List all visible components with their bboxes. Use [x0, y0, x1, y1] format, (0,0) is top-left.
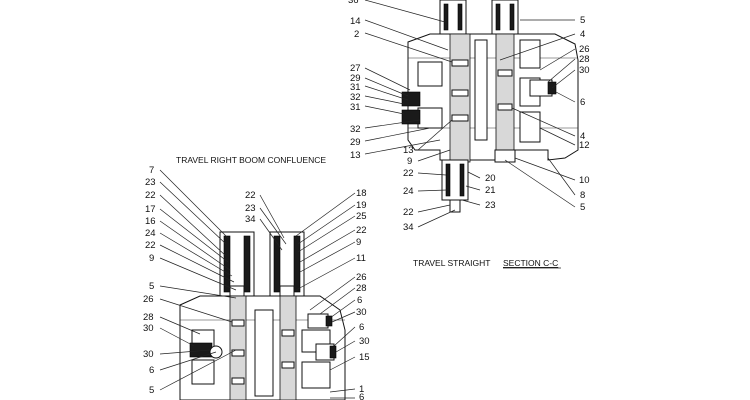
callout-2: 2: [354, 29, 359, 40]
callout-20: 20: [485, 173, 496, 184]
caption-travel-straight: TRAVEL STRAIGHT: [413, 258, 490, 268]
callout-22: 22: [403, 207, 414, 218]
lower-valve-assembly: [179, 231, 346, 400]
callout-31: 31: [350, 82, 361, 93]
callout-12: 12: [579, 140, 590, 151]
callout-5: 5: [149, 281, 154, 292]
callout-26: 26: [143, 294, 154, 305]
upper-part-labels: 36 14 2 27 29 31 32 31 32 29 13 13 9 22 …: [348, 0, 590, 233]
callout-16: 16: [145, 216, 156, 227]
callout-28: 28: [579, 54, 590, 65]
callout-23: 23: [245, 203, 256, 214]
lower-leader-lines: [159, 169, 356, 399]
callout-19: 19: [356, 200, 367, 211]
callout-4: 4: [580, 131, 585, 142]
callout-9: 9: [356, 237, 361, 248]
callout-26: 26: [356, 272, 367, 283]
callout-30: 30: [356, 307, 367, 318]
callout-13: 13: [403, 145, 414, 156]
callout-32: 32: [350, 92, 361, 103]
callout-6: 6: [149, 365, 154, 376]
callout-23: 23: [145, 177, 156, 188]
callout-29: 29: [350, 73, 361, 84]
callout-6: 6: [359, 322, 364, 333]
callout-5: 5: [149, 385, 154, 396]
callout-22: 22: [356, 225, 367, 236]
callout-8: 8: [580, 190, 585, 201]
lower-part-labels: 7 23 22 17 16 24 22 9 5 26 28 30 30 6 5 …: [143, 165, 370, 400]
callout-22: 22: [245, 190, 256, 201]
callout-18: 18: [356, 188, 367, 199]
callout-29: 29: [350, 137, 361, 148]
callout-24: 24: [145, 228, 156, 239]
callout-26: 26: [579, 44, 590, 55]
caption-travel-right-boom-confluence: TRAVEL RIGHT BOOM CONFLUENCE: [176, 155, 326, 165]
callout-24: 24: [403, 186, 414, 197]
callout-36: 36: [348, 0, 359, 6]
callout-28: 28: [143, 312, 154, 323]
callout-10: 10: [579, 175, 590, 186]
callout-23: 23: [485, 200, 496, 211]
callout-28: 28: [356, 283, 367, 294]
callout-22: 22: [145, 190, 156, 201]
callout-30: 30: [359, 336, 370, 347]
callout-34: 34: [403, 222, 414, 233]
callout-22: 22: [403, 168, 414, 179]
callout-17: 17: [145, 204, 156, 215]
callout-7: 7: [149, 165, 154, 176]
callout-15: 15: [359, 352, 370, 363]
caption-section-c-c: SECTION C-C: [503, 258, 558, 268]
callout-6: 6: [359, 392, 364, 400]
callout-13: 13: [350, 150, 361, 161]
callout-6: 6: [357, 295, 362, 306]
callout-11: 11: [356, 253, 366, 264]
callout-5: 5: [580, 15, 585, 26]
callout-6: 6: [580, 97, 585, 108]
callout-32: 32: [350, 124, 361, 135]
callout-9: 9: [149, 253, 154, 264]
callout-30: 30: [143, 323, 154, 334]
callout-21: 21: [485, 185, 496, 196]
callout-27: 27: [350, 63, 361, 74]
callout-1: 1: [359, 384, 364, 395]
callout-14: 14: [350, 16, 361, 27]
upper-leader-lines: [364, 0, 576, 228]
upper-valve-assembly: [401, 0, 579, 213]
callout-4: 4: [580, 29, 585, 40]
callout-34: 34: [245, 214, 256, 225]
callout-30: 30: [143, 349, 154, 360]
callout-25: 25: [356, 211, 367, 222]
callout-9: 9: [407, 156, 412, 167]
callout-30: 30: [579, 65, 590, 76]
callout-31: 31: [350, 102, 361, 113]
callout-22: 22: [145, 240, 156, 251]
callout-5: 5: [580, 202, 585, 213]
